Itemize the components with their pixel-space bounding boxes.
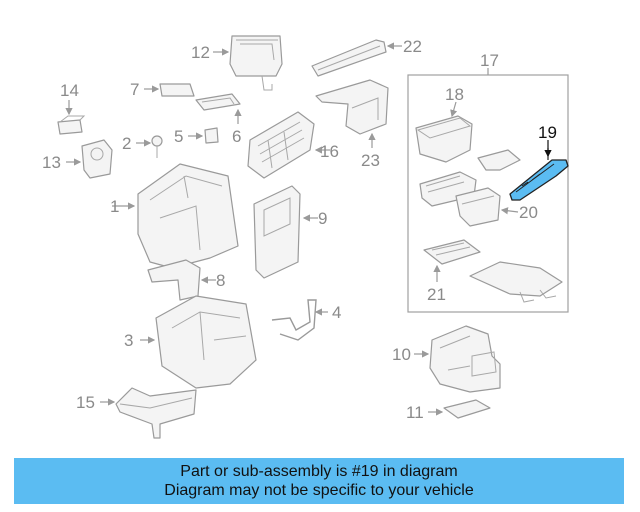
label-17: 17 [480,51,499,70]
label-16: 16 [320,142,339,161]
part-2-screw[interactable] [151,135,163,158]
part-3-lower-console[interactable] [155,295,257,389]
part-17-base-plate[interactable] [469,261,563,303]
part-9-rear-panel[interactable] [253,185,301,279]
part-23-bracket[interactable] [315,79,389,135]
part-4-bracket[interactable] [271,299,317,341]
part-16-vent[interactable] [247,111,315,179]
part-8-duct[interactable] [147,259,201,301]
part-6-mat[interactable] [195,93,241,111]
label-19: 19 [538,123,557,142]
banner-line-1: Part or sub-assembly is #19 in diagram [180,463,458,480]
label-12: 12 [191,43,210,62]
part-10-rear-console[interactable] [429,325,501,393]
label-18: 18 [445,85,464,104]
part-20-base-tray[interactable] [419,171,501,227]
label-7: 7 [130,80,139,99]
part-7-pad[interactable] [159,83,195,97]
part-13-socket[interactable] [81,139,113,179]
part-22-handle[interactable] [311,39,387,77]
label-1: 1 [110,197,119,216]
parts-diagram: 12 22 23 14 7 6 5 2 [42,35,569,439]
label-6: 6 [232,127,241,146]
label-10: 10 [392,345,411,364]
part-14-cap[interactable] [57,115,86,135]
label-14: 14 [60,81,79,100]
label-15: 15 [76,393,95,412]
part-19-armrest-rail[interactable] [509,148,569,201]
label-9: 9 [318,209,327,228]
label-21: 21 [427,285,446,304]
part-17-hinge-plate[interactable] [477,149,521,171]
banner-line-2: Diagram may not be specific to your vehi… [164,482,474,499]
label-4: 4 [332,303,341,322]
part-15-lower-duct[interactable] [115,387,197,439]
label-13: 13 [42,153,61,172]
label-20: 20 [519,203,538,222]
part-1-console[interactable] [137,163,239,269]
part-21-mat[interactable] [423,239,481,282]
part-12-storage-bin[interactable] [229,35,283,91]
label-11: 11 [406,403,424,422]
info-banner: Part or sub-assembly is #19 in diagram D… [14,458,624,504]
label-23: 23 [361,151,380,170]
part-11-small-mat[interactable] [443,399,491,419]
label-8: 8 [216,271,225,290]
label-5: 5 [174,127,183,146]
label-22: 22 [403,37,422,56]
part-18-lid[interactable] [415,115,473,163]
part-5-clip[interactable] [204,127,219,144]
label-3: 3 [124,331,133,350]
label-2: 2 [122,134,131,153]
